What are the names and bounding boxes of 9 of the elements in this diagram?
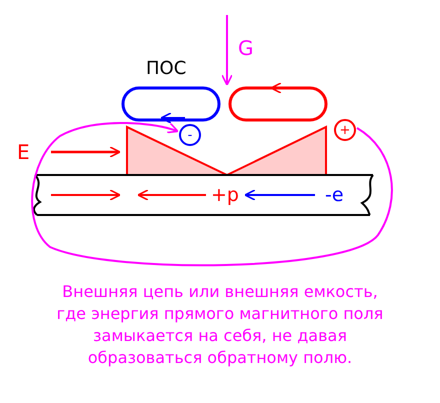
- charge-circle: +: [334, 119, 356, 141]
- field-label: E: [17, 142, 30, 162]
- loop-label: ПОС: [146, 60, 186, 78]
- charge-label: -e: [325, 186, 344, 205]
- charge-circle: -: [179, 124, 201, 146]
- charge-label: +p: [211, 186, 239, 205]
- caption-text: Внешняя цепь или внешняя емкость, где энергия прямого магнитного поля замыкается на себя, не давая образоваться обратному полю.: [56, 281, 384, 369]
- curved-arrow: [31, 122, 393, 266]
- force-label: G: [238, 38, 254, 58]
